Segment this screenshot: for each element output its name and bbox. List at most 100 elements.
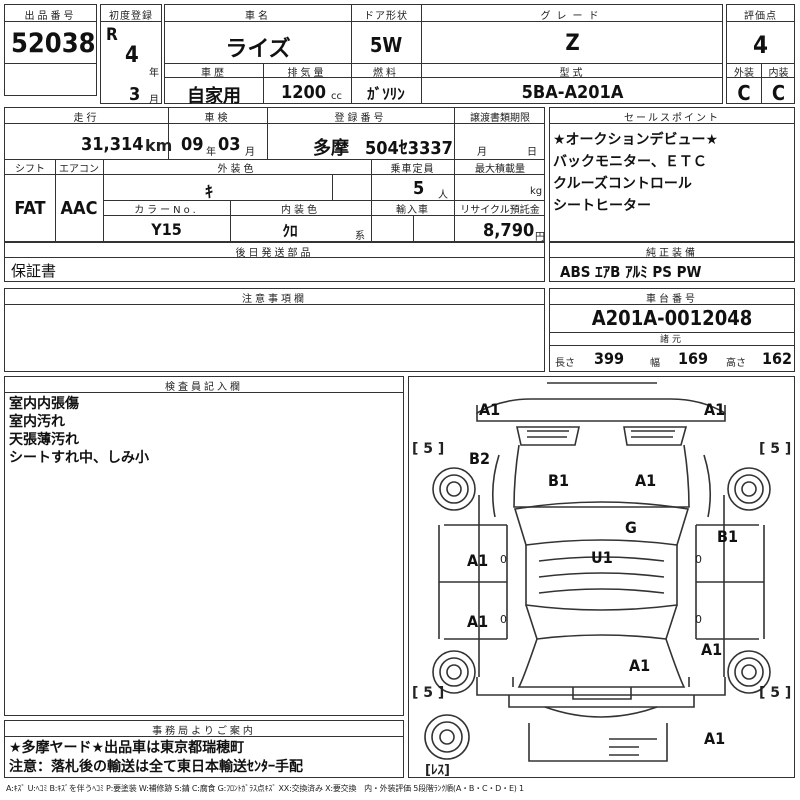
kei-unit: 系 bbox=[355, 231, 365, 242]
registration-year-value: 4 bbox=[125, 43, 139, 68]
capacity-value: 5 bbox=[413, 178, 425, 199]
sales-point-item: ★オークションデビュー★ bbox=[553, 132, 719, 148]
height-label: 高さ bbox=[726, 358, 746, 369]
width-value: 169 bbox=[678, 349, 709, 368]
length-value: 399 bbox=[594, 349, 625, 368]
office-note: ★多摩ヤード★出品車は東京都瑞穂町 bbox=[9, 740, 245, 756]
yen-unit: 円 bbox=[535, 232, 545, 243]
interior-grade-value: C bbox=[771, 81, 786, 105]
damage-diagram-box: [ 5 ] [ 5 ] [ 5 ] [ 5 ] [ﾚｽ] A1 A1 B2 B1… bbox=[408, 376, 795, 778]
fuel-label: 燃料 bbox=[373, 68, 399, 79]
office-note: 注意：落札後の輸送は全て東日本輸送ｾﾝﾀｰ手配 bbox=[9, 759, 303, 775]
notes-box: 注意事項欄 bbox=[4, 288, 545, 372]
shift-label: シフト bbox=[15, 164, 45, 175]
door-handle-mark: 0 bbox=[500, 613, 507, 626]
mark-trunk: A1 bbox=[629, 656, 651, 675]
door-label: ドア形状 bbox=[364, 11, 408, 22]
recycle-label: リサイクル預託金 bbox=[460, 205, 540, 216]
lot-number-label: 出品番号 bbox=[24, 11, 77, 22]
chassis-box: 車台番号 A201A-0012048 諸元 長さ 399 幅 169 高さ 16… bbox=[549, 288, 795, 372]
aircon-value: AAC bbox=[60, 198, 98, 219]
displacement-label: 排気量 bbox=[287, 68, 327, 79]
mark-hood-right: A1 bbox=[635, 471, 657, 490]
inspector-notes-list: 室内内張傷 室内汚れ 天張薄汚れ シートすれ中、しみ小 bbox=[9, 395, 149, 467]
sales-point-item: クルーズコントロール bbox=[553, 176, 692, 192]
interior-color-value: ｸﾛ bbox=[282, 222, 298, 240]
sales-point-item: シートヒーター bbox=[553, 198, 651, 214]
office-notes-list: ★多摩ヤード★出品車は東京都瑞穂町 注意：落札後の輸送は全て東日本輸送ｾﾝﾀｰ手… bbox=[9, 739, 303, 777]
spec-block: 走行 車検 登録番号 譲渡書類期限 31,314 km 09 年 03 月 多摩… bbox=[4, 107, 545, 243]
grade-label: グレード bbox=[540, 11, 605, 22]
width-label: 幅 bbox=[650, 358, 660, 369]
later-parts-value: 保証書 bbox=[11, 262, 57, 280]
dims-label: 諸元 bbox=[659, 335, 684, 345]
exterior-color-label: 外装色 bbox=[217, 164, 257, 175]
registration-number-value: 504ｾ3337 bbox=[365, 138, 453, 159]
year-unit: 年 bbox=[149, 68, 159, 79]
registration-month-value: 3 bbox=[129, 84, 141, 105]
office-notes-label: 事務局よりご案内 bbox=[152, 726, 256, 737]
mark-door-left-rear: A1 bbox=[467, 612, 489, 631]
registration-number-label: 登録番号 bbox=[334, 113, 387, 124]
first-registration-box: 初度登録 R 4 年 3 月 bbox=[100, 4, 162, 106]
sales-point-item: バックモニター、ＥＴＣ bbox=[553, 154, 707, 170]
inspector-note: 室内内張傷 bbox=[9, 396, 79, 412]
tire-front-left: [ 5 ] bbox=[412, 441, 445, 457]
length-label: 長さ bbox=[555, 358, 575, 369]
score-value: 4 bbox=[752, 31, 769, 59]
history-value: 自家用 bbox=[187, 86, 241, 107]
main-header-box: 車名 ドア形状 グレード ライズ 5W Z 車歴 排気量 燃料 型式 自家用 1… bbox=[164, 4, 723, 107]
notes-label: 注意事項欄 bbox=[242, 294, 307, 305]
interior-color-label: 内装色 bbox=[281, 205, 320, 216]
car-outline-diagram bbox=[424, 382, 771, 762]
mark-roof: U1 bbox=[591, 548, 613, 567]
genuine-equipment-value: ABS ｴｱB ｱﾙﾐ PS PW bbox=[560, 263, 702, 281]
first-registration-label: 初度登録 bbox=[109, 11, 153, 22]
grade-value: Z bbox=[565, 31, 580, 56]
mark-door-left-front: A1 bbox=[467, 551, 489, 570]
tire-rear-left: [ 5 ] bbox=[412, 685, 445, 701]
door-handle-mark: 0 bbox=[500, 553, 507, 566]
history-label: 車歴 bbox=[201, 68, 227, 79]
max-load-label: 最大積載量 bbox=[475, 164, 525, 175]
car-name-label: 車名 bbox=[245, 11, 271, 22]
exterior-color-value: ｷ bbox=[205, 182, 214, 201]
cc-unit: cc bbox=[331, 91, 342, 102]
model-code-value: 5BA-A201A bbox=[521, 82, 624, 103]
score-label: 評価点 bbox=[744, 11, 777, 22]
model-code-label: 型式 bbox=[559, 68, 586, 79]
capacity-label: 乗車定員 bbox=[390, 164, 435, 175]
chassis-value: A201A-0012048 bbox=[591, 306, 753, 330]
km-unit: km bbox=[145, 136, 173, 155]
later-parts-box: 後日発送部品 保証書 bbox=[4, 242, 545, 282]
height-value: 162 bbox=[762, 349, 793, 368]
displacement-value: 1200 bbox=[281, 82, 327, 103]
tire-rear-right: [ 5 ] bbox=[759, 685, 792, 701]
inspection-month-unit: 月 bbox=[245, 147, 255, 158]
sales-point-label: セールスポイント bbox=[624, 113, 720, 124]
inspection-label: 車検 bbox=[204, 113, 231, 124]
exterior-grade-value: C bbox=[737, 81, 751, 105]
mark-front-left: A1 bbox=[479, 400, 501, 419]
mark-windshield: G bbox=[625, 518, 637, 537]
people-unit: 人 bbox=[438, 190, 448, 201]
lot-number-box: 出品番号 52038 bbox=[4, 4, 97, 96]
office-notes-box: 事務局よりご案内 ★多摩ヤード★出品車は東京都瑞穂町 注意：落札後の輸送は全て東… bbox=[4, 720, 404, 778]
inspector-note: 天張薄汚れ bbox=[9, 432, 79, 448]
aircon-label: エアコン bbox=[59, 164, 99, 175]
mark-front-right: A1 bbox=[704, 400, 726, 419]
car-name-value: ライズ bbox=[225, 37, 291, 62]
interior-label: 内装 bbox=[768, 68, 789, 79]
recycle-value: 8,790 bbox=[483, 220, 535, 241]
color-number-label: カラーNo. bbox=[134, 205, 199, 216]
inspector-note: 室内汚れ bbox=[9, 414, 65, 430]
later-parts-label: 後日発送部品 bbox=[235, 248, 314, 259]
inspection-month-value: 03 bbox=[218, 134, 241, 155]
mark-door-right-front: B1 bbox=[717, 527, 738, 546]
genuine-equipment-box: 純正装備 ABS ｴｱB ｱﾙﾐ PS PW bbox=[549, 242, 795, 282]
transfer-day-unit: 日 bbox=[527, 147, 537, 158]
mark-rear: A1 bbox=[704, 729, 726, 748]
mark-fender-left: B2 bbox=[469, 449, 490, 468]
transfer-doc-label: 譲渡書類期限 bbox=[470, 113, 530, 124]
score-box: 評価点 4 外装 内装 C C bbox=[726, 4, 795, 105]
